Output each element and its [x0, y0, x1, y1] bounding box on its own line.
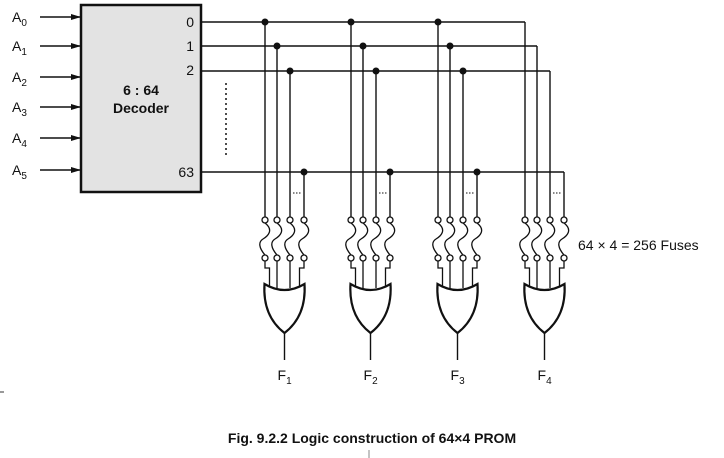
fuse-link: [259, 222, 271, 256]
decoder-output-label: 2: [186, 62, 194, 78]
input-label: A1: [12, 38, 27, 58]
fuse-terminal: [286, 216, 294, 224]
decoder-box: [79, 3, 203, 194]
gate-input-wire: [558, 261, 565, 288]
fuse-terminal: [386, 254, 394, 262]
fuse-terminal: [533, 216, 541, 224]
input-label: A5: [12, 162, 27, 182]
wiring: [201, 18, 565, 217]
fuse-link: [519, 222, 531, 256]
decoder-title-line2: Decoder: [113, 100, 170, 116]
fuse-link: [284, 222, 296, 256]
fuse-terminal: [347, 216, 355, 224]
fuse-link: [357, 222, 369, 256]
fuse-terminal: [372, 216, 380, 224]
fuse-terminal: [533, 254, 541, 262]
fuse-link: [558, 222, 570, 256]
fuse-terminal: [434, 216, 442, 224]
gate-input-wire: [471, 261, 478, 288]
fuse-terminal: [560, 216, 568, 224]
connection-dot: [286, 67, 294, 75]
fuse-terminal: [546, 254, 554, 262]
fuse-terminal: [300, 216, 308, 224]
fuse-terminal: [446, 254, 454, 262]
fuse-terminal: [261, 254, 269, 262]
connection-dot: [347, 18, 355, 26]
output-label: F4: [538, 367, 553, 387]
fuse-terminal: [286, 254, 294, 262]
fuse-array: [259, 216, 570, 262]
fuse-link: [432, 222, 444, 256]
decoder-output-label: 1: [186, 38, 194, 54]
connection-dot: [473, 168, 481, 176]
connection-dot: [261, 18, 269, 26]
decoder-output-label: 63: [178, 164, 194, 180]
gate-input-wire: [524, 261, 531, 288]
fuse-terminal: [300, 254, 308, 262]
fuse-terminal: [521, 254, 529, 262]
output-label: F1: [278, 367, 293, 387]
fuse-link: [298, 222, 310, 256]
fuse-link: [544, 222, 556, 256]
input-label: A0: [12, 9, 27, 29]
connection-dot: [446, 42, 454, 50]
fuse-terminal: [473, 254, 481, 262]
or-gate: [349, 282, 392, 335]
or-gate: [523, 282, 566, 335]
fuse-terminal: [273, 254, 281, 262]
fuse-terminal: [434, 254, 442, 262]
connection-dot: [372, 67, 380, 75]
fuse-link: [457, 222, 469, 256]
input-label: A3: [12, 99, 27, 119]
gate-input-wire: [437, 261, 444, 288]
fuse-link: [531, 222, 543, 256]
fuse-link: [471, 222, 483, 256]
gate-input-wire: [298, 261, 305, 288]
gate-input-wire: [384, 261, 391, 288]
fuse-terminal: [386, 216, 394, 224]
fuse-terminal: [459, 254, 467, 262]
fuse-terminal: [359, 254, 367, 262]
or-gate: [263, 282, 306, 335]
fuse-link: [345, 222, 357, 256]
fuse-link: [370, 222, 382, 256]
decoder-title-line1: 6 : 64: [123, 82, 159, 98]
gate-input-wire: [264, 261, 271, 288]
gate-input-wire: [350, 261, 357, 288]
connection-dot: [359, 42, 367, 50]
fuse-terminal: [473, 216, 481, 224]
fuse-terminal: [372, 254, 380, 262]
figure-caption: Fig. 9.2.2 Logic construction of 64×4 PR…: [228, 430, 516, 446]
fuse-terminal: [459, 216, 467, 224]
output-label: F2: [364, 367, 379, 387]
input-label: A2: [12, 69, 27, 89]
connection-dot: [386, 168, 394, 176]
fuse-terminal: [261, 216, 269, 224]
fuse-count-note: 64 × 4 = 256 Fuses: [578, 237, 699, 253]
decoder-output-label: 0: [186, 14, 194, 30]
connection-dot: [434, 18, 442, 26]
or-gates: F1 F2 F3 F4: [263, 261, 566, 387]
fuse-link: [384, 222, 396, 256]
connection-dot: [273, 42, 281, 50]
or-gate: [436, 282, 479, 335]
fuse-terminal: [560, 254, 568, 262]
input-label: A4: [12, 130, 27, 150]
fuse-terminal: [347, 254, 355, 262]
connection-dot: [300, 168, 308, 176]
connection-dot: [459, 67, 467, 75]
fuse-link: [271, 222, 283, 256]
fuse-link: [444, 222, 456, 256]
fuse-terminal: [546, 216, 554, 224]
fuse-terminal: [521, 216, 529, 224]
fuse-terminal: [359, 216, 367, 224]
fuse-terminal: [446, 216, 454, 224]
fuse-terminal: [273, 216, 281, 224]
output-label: F3: [451, 367, 466, 387]
